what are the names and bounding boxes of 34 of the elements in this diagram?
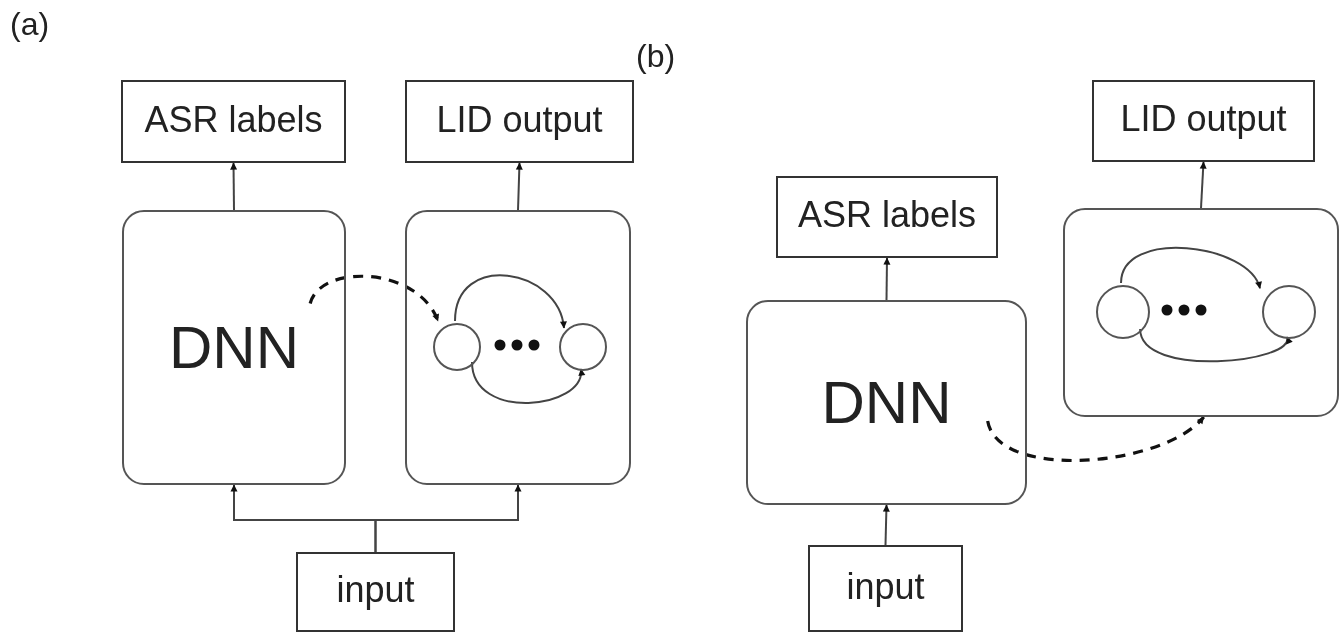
node-label: input — [336, 572, 415, 608]
arrow — [471, 361, 584, 404]
state-circle — [559, 323, 607, 371]
node-label: LID output — [436, 101, 603, 138]
arrow — [374, 484, 522, 553]
panel-label: (b) — [636, 40, 676, 72]
arrow — [1120, 246, 1261, 290]
text-box — [296, 552, 455, 632]
node-label: ASR labels — [144, 101, 323, 138]
arrow — [230, 162, 238, 211]
arrow — [882, 504, 890, 546]
text-box — [405, 80, 634, 163]
node-label: DNN — [821, 372, 952, 433]
state-circle — [1262, 285, 1316, 339]
model-block — [746, 300, 1027, 505]
arrow — [454, 274, 566, 329]
panel-label: (a) — [10, 8, 50, 40]
text-box — [776, 176, 998, 258]
state-circle — [1096, 285, 1150, 339]
text-box — [121, 80, 346, 163]
text-box — [808, 545, 963, 632]
state-circle — [433, 323, 481, 371]
arrow — [1139, 328, 1290, 363]
node-label: LID output — [1120, 101, 1287, 137]
dashed-arrow — [986, 415, 1205, 462]
arrow — [883, 257, 891, 301]
arrow — [515, 162, 523, 211]
text-box — [1092, 80, 1315, 162]
node-label: input — [846, 568, 925, 605]
node-label: DNN — [169, 317, 299, 378]
arrow — [1199, 161, 1207, 209]
dashed-arrow — [308, 274, 440, 322]
node-label: ASR labels — [797, 197, 977, 233]
model-block — [122, 210, 346, 485]
